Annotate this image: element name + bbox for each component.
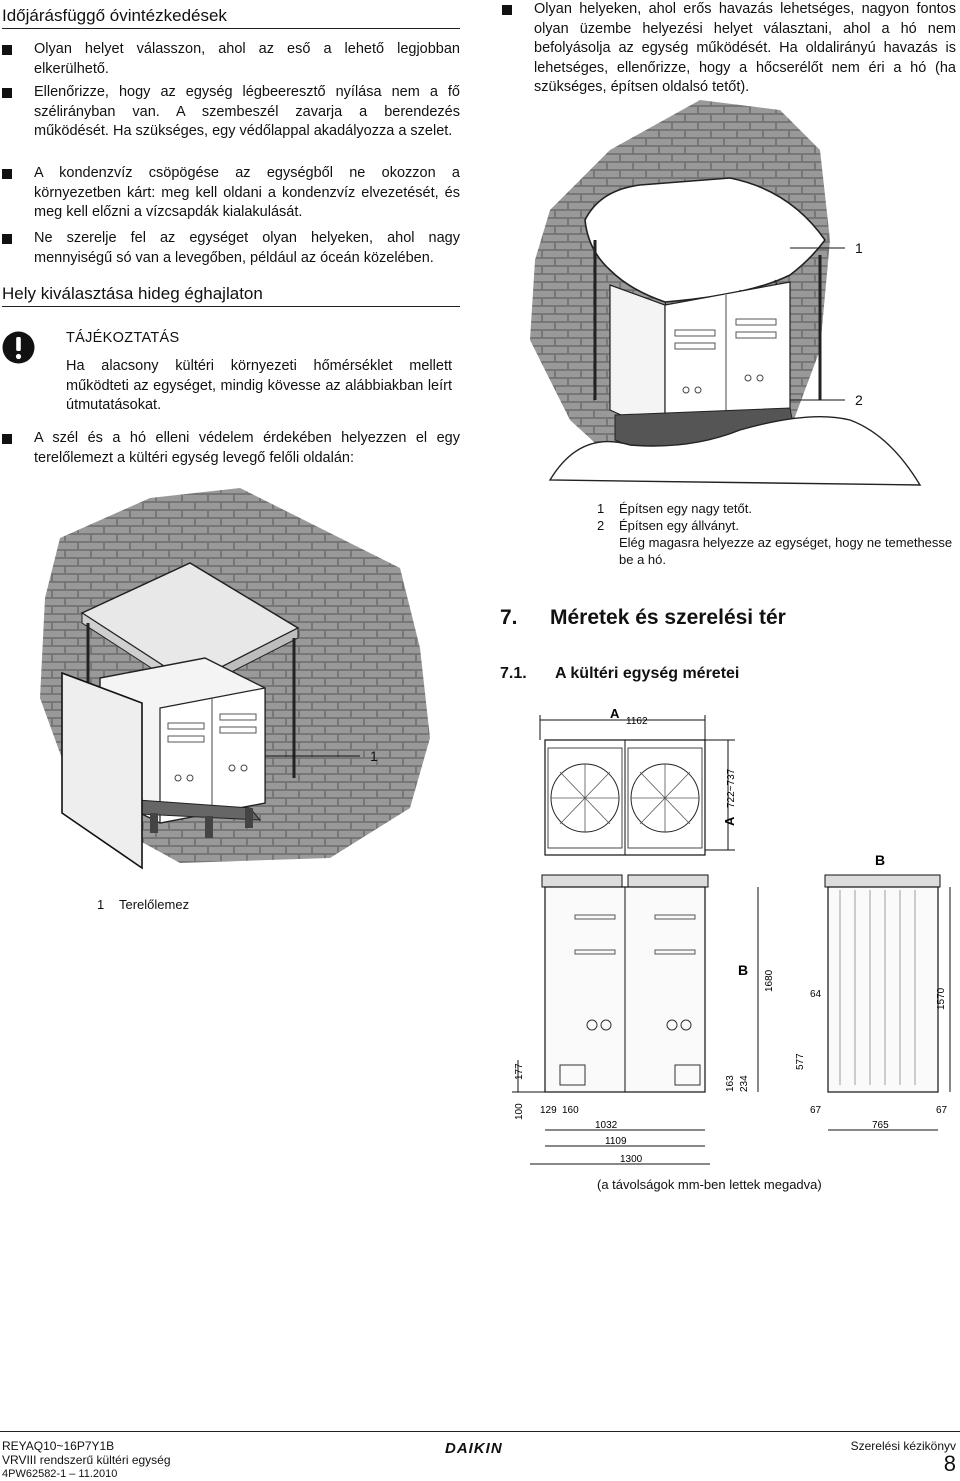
dimension-drawings: A 1162 A 722~737 B 177 100 129 160 1032 …: [512, 706, 951, 1165]
bullet-text: Ne szerelje fel az egységet olyan helyek…: [34, 230, 460, 266]
bullet-text: Olyan helyet válasszon, ahol az eső a le…: [34, 41, 460, 77]
dim-1300: 1300: [620, 1154, 643, 1165]
bullet-salt: Ne szerelje fel az egységet olyan helyek…: [2, 229, 460, 268]
fig1-callout: 1: [370, 748, 378, 764]
dim-1680: 1680: [764, 969, 775, 992]
brand-logo: DAIKIN: [445, 1440, 503, 1457]
dim-A-label: A: [610, 706, 620, 721]
bullet-wind-direction: Ellenőrizze, hogy az egység légbeeresztő…: [2, 83, 460, 142]
footer-doc-number: 4PW62582-1 – 11.2010: [2, 1468, 118, 1480]
units-note: (a távolságok mm-ben lettek megadva): [597, 1177, 822, 1192]
subsection-number: 7.1.: [500, 665, 527, 682]
fig1-caption: 1 Terelőlemez: [97, 896, 189, 913]
bullet-square-icon: [2, 434, 12, 444]
footer-rule: [0, 1431, 960, 1432]
notice-text: Ha alacsony kültéri környezeti hőmérsékl…: [66, 358, 452, 413]
warning-icon: [2, 331, 35, 364]
fig1-caption-text: Terelőlemez: [119, 897, 190, 912]
dim-177: 177: [514, 1063, 525, 1080]
dim-B-label: B: [875, 852, 885, 868]
bullet-text: Ellenőrizze, hogy az egység légbeeresztő…: [34, 84, 460, 139]
dim-765: 765: [872, 1120, 889, 1131]
notice-title: TÁJÉKOZTATÁS: [66, 330, 180, 346]
bullet-rain: Olyan helyet válasszon, ahol az eső a le…: [2, 40, 460, 79]
footer-product: VRVIII rendszerű kültéri egység: [2, 1453, 171, 1467]
bullet-deflector: A szél és a hó elleni védelem érdekében …: [2, 429, 460, 468]
fig2-caption-3: Elég magasra helyezze az egységet, hogy …: [619, 535, 953, 567]
dim-64: 64: [810, 989, 822, 1000]
bullet-square-icon: [2, 169, 12, 179]
footer-manual-title: Szerelési kézikönyv: [850, 1439, 956, 1453]
dim-67-left: 67: [810, 1105, 822, 1116]
bullet-square-icon: [502, 5, 512, 15]
chapter-number: 7.: [500, 606, 518, 629]
subsection-heading: 7.1. A kültéri egység méretei: [500, 665, 739, 683]
dim-1570: 1570: [936, 987, 947, 1010]
dim-1032: 1032: [595, 1120, 618, 1131]
footer-left: REYAQ10~16P7Y1B VRVIII rendszerű kültéri…: [2, 1439, 171, 1481]
chapter-title: Méretek és szerelési tér: [550, 606, 786, 629]
dim-B-section-label: B: [738, 962, 748, 978]
section-title-weather: Időjárásfüggő óvintézkedések: [2, 6, 460, 29]
figure-snow-roof: 1 2: [530, 100, 922, 486]
fig2-callout-2: 2: [855, 392, 863, 408]
bullet-square-icon: [2, 88, 12, 98]
chapter-heading: 7. Méretek és szerelési tér: [500, 606, 786, 630]
dim-1109: 1109: [605, 1136, 627, 1147]
bullet-text: A szél és a hó elleni védelem érdekében …: [34, 430, 460, 466]
bullet-condensate: A kondenzvíz csöpögése az egységből ne o…: [2, 164, 460, 223]
dim-577: 577: [795, 1053, 806, 1070]
fig2-callout-1: 1: [855, 240, 863, 256]
dim-A-value: 1162: [626, 716, 648, 727]
dim-163: 163: [725, 1075, 736, 1092]
dim-67-right: 67: [936, 1105, 948, 1116]
dim-160: 160: [562, 1105, 579, 1116]
fig1-caption-num: 1: [97, 897, 105, 912]
dim-A-vertical-label: A: [722, 816, 737, 826]
bullet-text: A kondenzvíz csöpögése az egységből ne o…: [34, 165, 460, 220]
bullet-snow: Olyan helyeken, ahol erős havazás lehets…: [502, 0, 956, 98]
dim-100: 100: [514, 1103, 525, 1120]
footer-model: REYAQ10~16P7Y1B: [2, 1439, 115, 1453]
section-title-cold-climate: Hely kiválasztása hideg éghajlaton: [2, 284, 460, 307]
dim-234: 234: [739, 1075, 750, 1092]
figure-deflector-unit: 1: [40, 488, 430, 870]
subsection-title: A kültéri egység méretei: [555, 665, 740, 682]
dim-129: 129: [540, 1105, 557, 1116]
bullet-square-icon: [2, 45, 12, 55]
bullet-square-icon: [2, 234, 12, 244]
bullet-text: Olyan helyeken, ahol erős havazás lehets…: [534, 1, 956, 95]
page-number: 8: [943, 1451, 956, 1476]
dim-A-range: 722~737: [726, 768, 737, 808]
